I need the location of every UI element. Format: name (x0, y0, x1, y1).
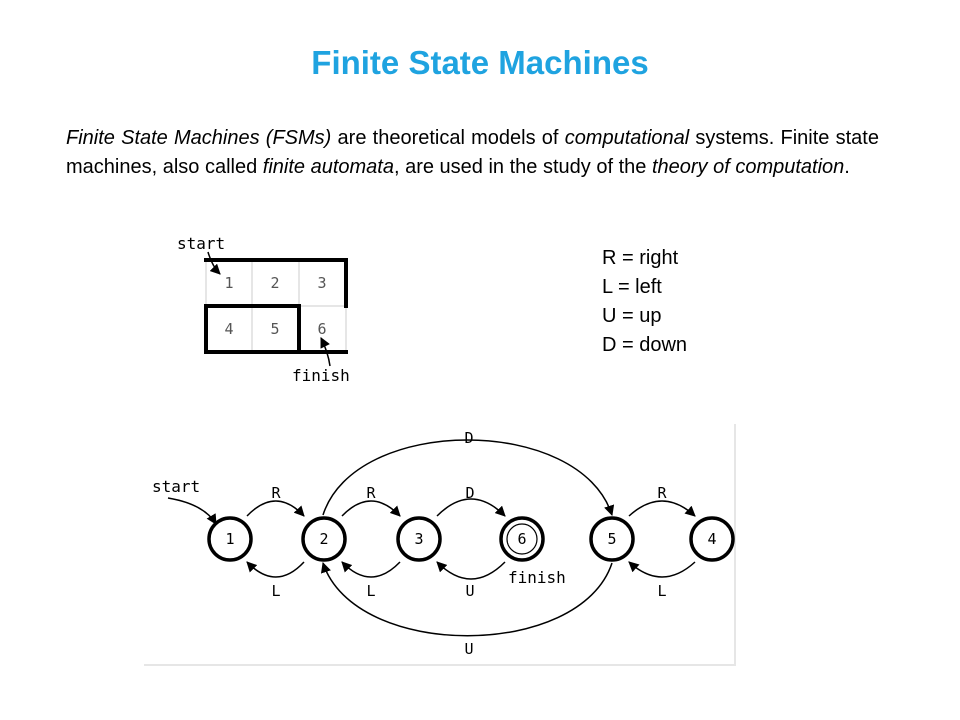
state-2-label: 2 (319, 530, 328, 548)
state-1 (207, 516, 253, 562)
edge-3-to-2 (341, 561, 401, 578)
legend-item-up: U = up (602, 305, 662, 327)
edge-label-3-2: L (366, 582, 375, 600)
state-3-label: 3 (414, 530, 423, 548)
grid-cell-5: 5 (270, 320, 279, 338)
edge-2-to-5 (322, 439, 615, 516)
grid-cell-6: 6 (317, 320, 326, 338)
fsm-start-label: start (152, 477, 200, 496)
state-6-inner-ring (506, 523, 538, 555)
edge-5-to-2 (320, 562, 613, 637)
edge-label-3-6: D (465, 484, 474, 502)
edge-label-5-4: R (657, 484, 667, 502)
edge-label-2-3: R (366, 484, 376, 502)
page-title: Finite State Machines (311, 44, 649, 81)
grid-finish-label: finish (292, 366, 350, 385)
grid-walls (204, 258, 348, 354)
edge-3-to-6 (436, 498, 506, 517)
intro-text-1: are theoretical models of (331, 127, 565, 149)
edge-label-4-5: L (657, 582, 666, 600)
legend-item-right: R = right (602, 247, 679, 269)
fsm-state-diagram: 1 2 3 6 5 4 R L R L D U D U R L start fi… (144, 424, 736, 666)
state-1-label: 1 (225, 530, 234, 548)
state-5-label: 5 (607, 530, 616, 548)
grid-start-label: start (177, 234, 225, 253)
state-3 (396, 516, 442, 562)
edge-label-2-5: D (464, 429, 473, 447)
edge-2-to-1 (246, 561, 305, 578)
grid-cell-2: 2 (270, 274, 279, 292)
intro-text-2: systems. Finite state machines, also cal… (66, 127, 879, 178)
direction-legend: R = right L = left U = up D = down (602, 244, 687, 360)
intro-text-4: . (844, 156, 850, 178)
edge-label-2-1: L (271, 582, 280, 600)
state-4 (689, 516, 735, 562)
maze-grid-diagram: 1 2 3 4 5 6 start finish (177, 234, 350, 385)
grid-cell-3: 3 (317, 274, 326, 292)
intro-text-3: , are used in the study of the (393, 156, 652, 178)
grid-cell-4: 4 (224, 320, 233, 338)
edge-label-6-3: U (465, 582, 474, 600)
edge-label-1-2: R (271, 484, 281, 502)
intro-term-finite-automata: finite automata (262, 156, 394, 178)
state-2 (301, 516, 347, 562)
edge-label-5-2: U (464, 640, 473, 658)
intro-paragraph: Finite State Machines (FSMs) are theoret… (66, 124, 879, 182)
legend-item-left: L = left (602, 276, 662, 298)
fsm-finish-label: finish (508, 568, 566, 587)
intro-term-fsm: Finite State Machines (FSMs) (66, 127, 332, 149)
edge-5-to-4 (628, 500, 696, 517)
fsm-start-arrow (167, 497, 217, 525)
grid-finish-arrow (320, 337, 331, 367)
grid-start-arrow (207, 251, 221, 275)
edge-1-to-2 (246, 500, 305, 517)
intro-term-theory: theory of computation (651, 156, 845, 178)
state-4-label: 4 (707, 530, 716, 548)
grid-cell-1: 1 (224, 274, 233, 292)
intro-term-computational: computational (564, 127, 690, 149)
state-5 (589, 516, 635, 562)
edge-6-to-3 (436, 561, 506, 580)
state-6-label: 6 (517, 530, 526, 548)
edge-2-to-3 (341, 500, 401, 517)
legend-item-down: D = down (602, 334, 688, 356)
edge-4-to-5 (628, 561, 696, 578)
